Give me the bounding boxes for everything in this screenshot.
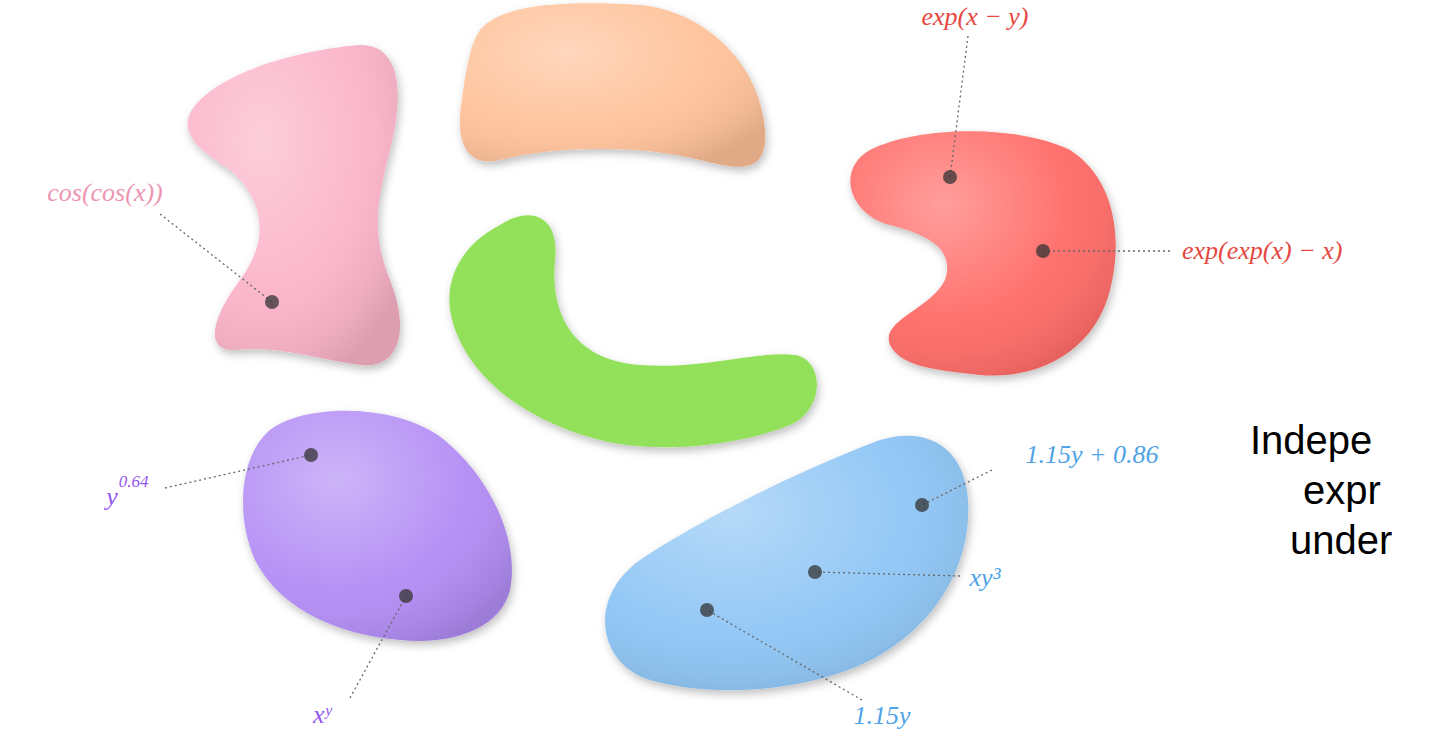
- leader-line: [350, 596, 406, 698]
- leader-line: [815, 572, 960, 576]
- formula-label: 1.15y + 0.86: [1025, 441, 1158, 470]
- leader-lines: [160, 36, 1170, 700]
- marker-dot: [265, 295, 279, 309]
- formula-label: y: [106, 483, 118, 512]
- orange-blob: [460, 3, 765, 167]
- marker-dot: [304, 448, 318, 462]
- marker-dot: [700, 603, 714, 617]
- side-text: under: [1290, 518, 1392, 562]
- formula-label: exp(exp(x) − x): [1182, 237, 1342, 266]
- leader-line: [160, 214, 272, 302]
- blue-blob: [605, 436, 968, 691]
- formula-label: xʸ: [313, 701, 331, 730]
- marker-dot: [808, 565, 822, 579]
- pink-blob: [188, 45, 400, 365]
- formula-label: xy³: [970, 564, 1001, 593]
- leader-line: [922, 470, 992, 505]
- side-text: Indepe: [1250, 418, 1372, 462]
- marker-dot: [399, 589, 413, 603]
- side-text: expr: [1303, 468, 1381, 512]
- leader-line: [707, 610, 862, 700]
- exponent-label: 0.64: [119, 473, 149, 492]
- purple-blob: [243, 411, 512, 641]
- formula-label: cos(cos(x)): [47, 179, 163, 208]
- red-blob: [850, 131, 1115, 375]
- formula-label: 1.15y: [853, 702, 910, 731]
- marker-dot: [943, 170, 957, 184]
- formula-label: exp(x − y): [921, 3, 1028, 32]
- marker-dots: [265, 170, 1050, 617]
- green-blob: [449, 215, 817, 447]
- leader-line: [165, 455, 311, 488]
- leader-line: [1043, 250, 1170, 251]
- leader-line: [950, 36, 968, 177]
- marker-dot: [915, 498, 929, 512]
- marker-dot: [1036, 244, 1050, 258]
